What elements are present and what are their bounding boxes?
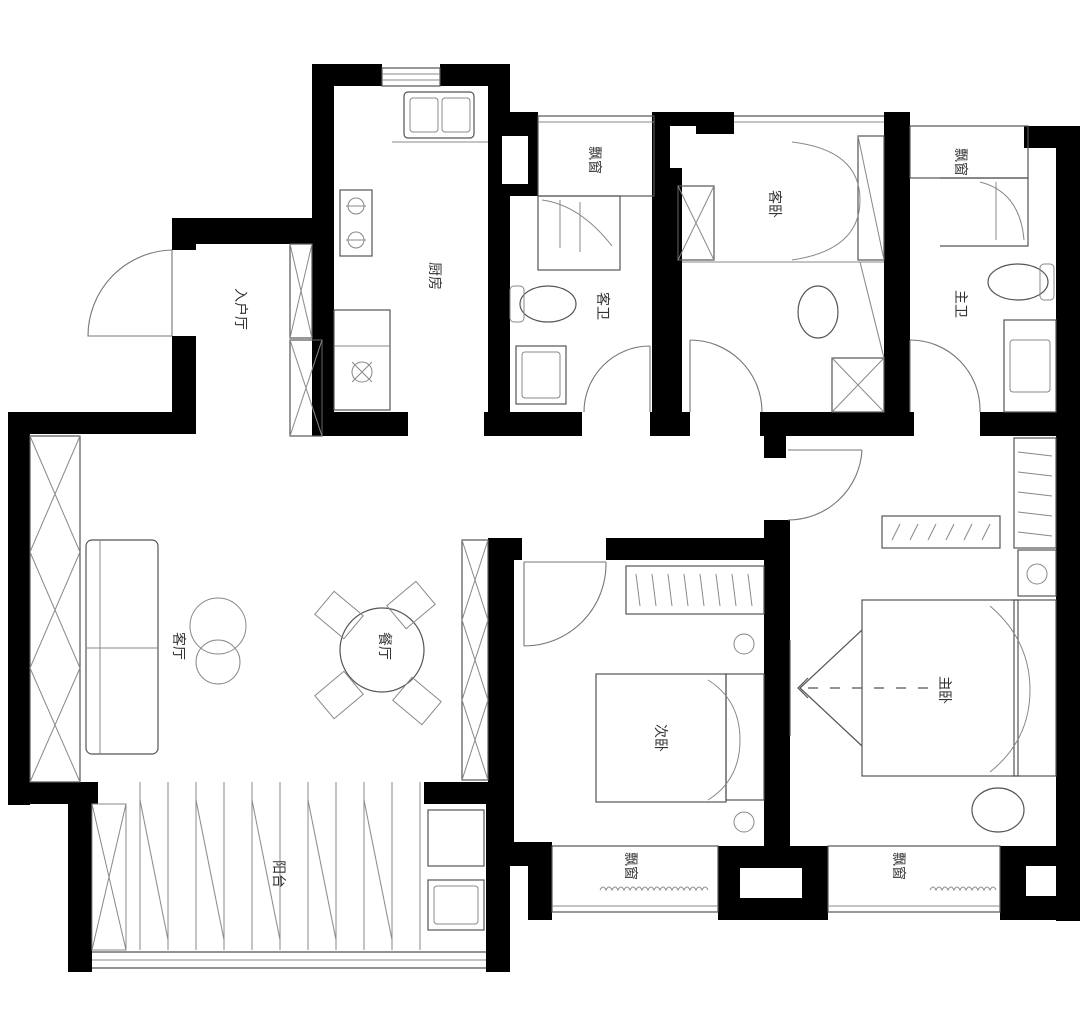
wall-corridor-left-lower: [764, 520, 790, 850]
master-bath-fixtures: [940, 177, 1057, 413]
sofa: [85, 539, 159, 755]
wall-kitchen-bottom: [322, 412, 408, 436]
window-label-master-bedroom: 飘窗: [890, 852, 907, 880]
wall-kitchen-left: [312, 64, 334, 436]
column-void-2: [670, 126, 696, 168]
wall-balcony-right: [486, 782, 510, 972]
master-toilet-icon: [987, 263, 1049, 301]
window-label-guest-bath: 飘窗: [586, 146, 603, 174]
washing-machine: [427, 809, 485, 867]
living-left-cabinet: [29, 435, 81, 783]
wall-bath-bottom-mid: [650, 412, 690, 436]
room-label-living: 客厅: [170, 632, 187, 660]
tv-cabinet: [461, 539, 489, 781]
room-label-guest-bath: 客卫: [594, 292, 611, 320]
kitchen-fixtures: [333, 91, 488, 411]
wall-entrance-top: [172, 218, 334, 244]
room-label-guest-bedroom: 客卧: [766, 190, 783, 218]
wall-bath-bottom-far: [980, 412, 1060, 436]
entrance-cabinets: [289, 243, 323, 437]
kitchen-sink: [403, 91, 475, 139]
wall-kitchen-top-left: [312, 64, 382, 86]
room-label-kitchen: 厨房: [426, 262, 442, 290]
doors: [87, 249, 981, 647]
labels: 入户厅 厨房 飘窗 客卫 客卧 飘窗 主卫 客厅 餐厅 次卧 主卧 阳台 飘窗 …: [170, 146, 969, 888]
kitchen-counter: [333, 309, 391, 411]
kitchen-window: [381, 67, 441, 87]
balcony-fixtures: [91, 782, 485, 951]
column-void-4: [1026, 866, 1056, 896]
master-bath-door: [909, 339, 981, 413]
master-bedroom-bay: [827, 845, 1001, 913]
guest-bedroom-toilet-icon: [797, 285, 839, 339]
dining-furniture: [314, 580, 442, 726]
column-void-3: [740, 868, 802, 898]
wall-right: [1056, 126, 1080, 921]
master-bedroom-door: [787, 449, 863, 521]
wall-second-bedroom-top: [606, 538, 776, 560]
master-shower: [940, 177, 1029, 247]
wall-left: [8, 412, 30, 805]
guest-bedroom-fixtures: [677, 135, 885, 413]
room-label-entrance: 入户厅: [232, 288, 249, 330]
room-label-second-bedroom: 次卧: [652, 724, 668, 752]
second-bedroom-furniture: [595, 565, 765, 833]
second-bedroom-bay: [551, 845, 719, 913]
wall-corridor-left: [764, 412, 786, 458]
master-shelf: [881, 515, 1001, 549]
dining-table: [339, 607, 425, 693]
second-wardrobe: [625, 565, 765, 615]
room-label-master-bedroom: 主卧: [936, 676, 952, 704]
wall-balcony-left: [68, 782, 92, 972]
living-furniture: [85, 539, 489, 781]
wall-bath-bottom-left: [484, 412, 582, 436]
entry-door: [87, 249, 173, 337]
balcony-sink: [427, 879, 485, 931]
room-label-balcony: 阳台: [270, 860, 286, 888]
wall-bay-left-drop: [528, 842, 552, 920]
wall-guest-bedroom-right: [884, 112, 910, 436]
master-basin-icon: [1003, 319, 1057, 413]
guest-bath-fixtures: [509, 195, 621, 405]
master-bath-bay: [909, 125, 1029, 179]
guest-shower: [537, 195, 621, 271]
stove-icon: [339, 189, 373, 257]
guest-toilet-icon: [519, 285, 577, 323]
guest-basin-icon: [515, 345, 567, 405]
wall-balcony-bottom-left: [68, 950, 92, 972]
guest-wardrobe: [857, 135, 885, 261]
second-bedroom-door: [523, 561, 607, 647]
window-label-second-bedroom: 飘窗: [622, 852, 639, 880]
coffee-table: [189, 597, 247, 655]
master-bedroom-furniture: [789, 437, 1057, 833]
guest-bath-door: [583, 345, 651, 413]
master-wardrobe-top: [1013, 437, 1057, 549]
column-void-1: [502, 136, 528, 184]
wall-living-top: [8, 412, 196, 434]
room-label-dining: 餐厅: [376, 632, 392, 660]
room-label-master-bath: 主卫: [952, 290, 968, 318]
window-label-master-bath: 飘窗: [952, 148, 969, 176]
wall-guest-bath-top: [488, 112, 538, 134]
wall-entrance-left-lower: [172, 336, 196, 434]
windows: [29, 67, 1029, 969]
master-stool: [971, 787, 1025, 833]
guest-bedroom-door: [689, 339, 763, 413]
